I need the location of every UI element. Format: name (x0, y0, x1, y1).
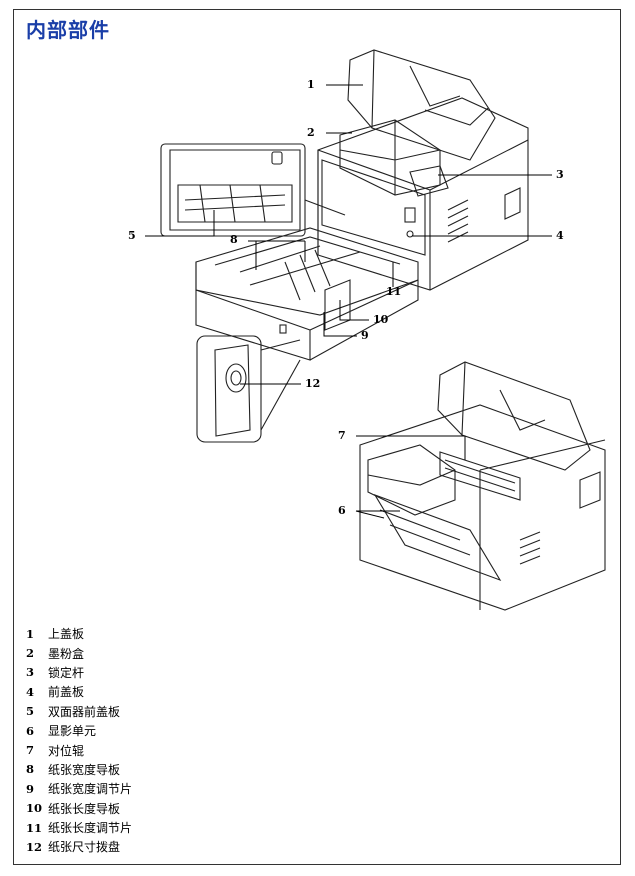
page-frame (13, 9, 621, 865)
callout-5: 5 (128, 229, 136, 242)
callout-10: 10 (373, 313, 389, 326)
printer-top-drawing (160, 49, 529, 443)
callout-12: 12 (305, 377, 321, 390)
callout-11: 11 (386, 285, 402, 298)
callout-6: 6 (338, 504, 346, 517)
callout-1: 1 (307, 78, 315, 91)
callout-2: 2 (307, 126, 315, 139)
callout-4: 4 (556, 229, 564, 242)
callout-7: 7 (338, 429, 346, 442)
callout-8: 8 (230, 233, 238, 246)
callout-9: 9 (361, 329, 369, 342)
printer-bottom-drawing (359, 361, 606, 611)
page-title: 内部部件 (26, 18, 110, 42)
callout-3: 3 (556, 168, 564, 181)
leader-lines (145, 84, 552, 519)
